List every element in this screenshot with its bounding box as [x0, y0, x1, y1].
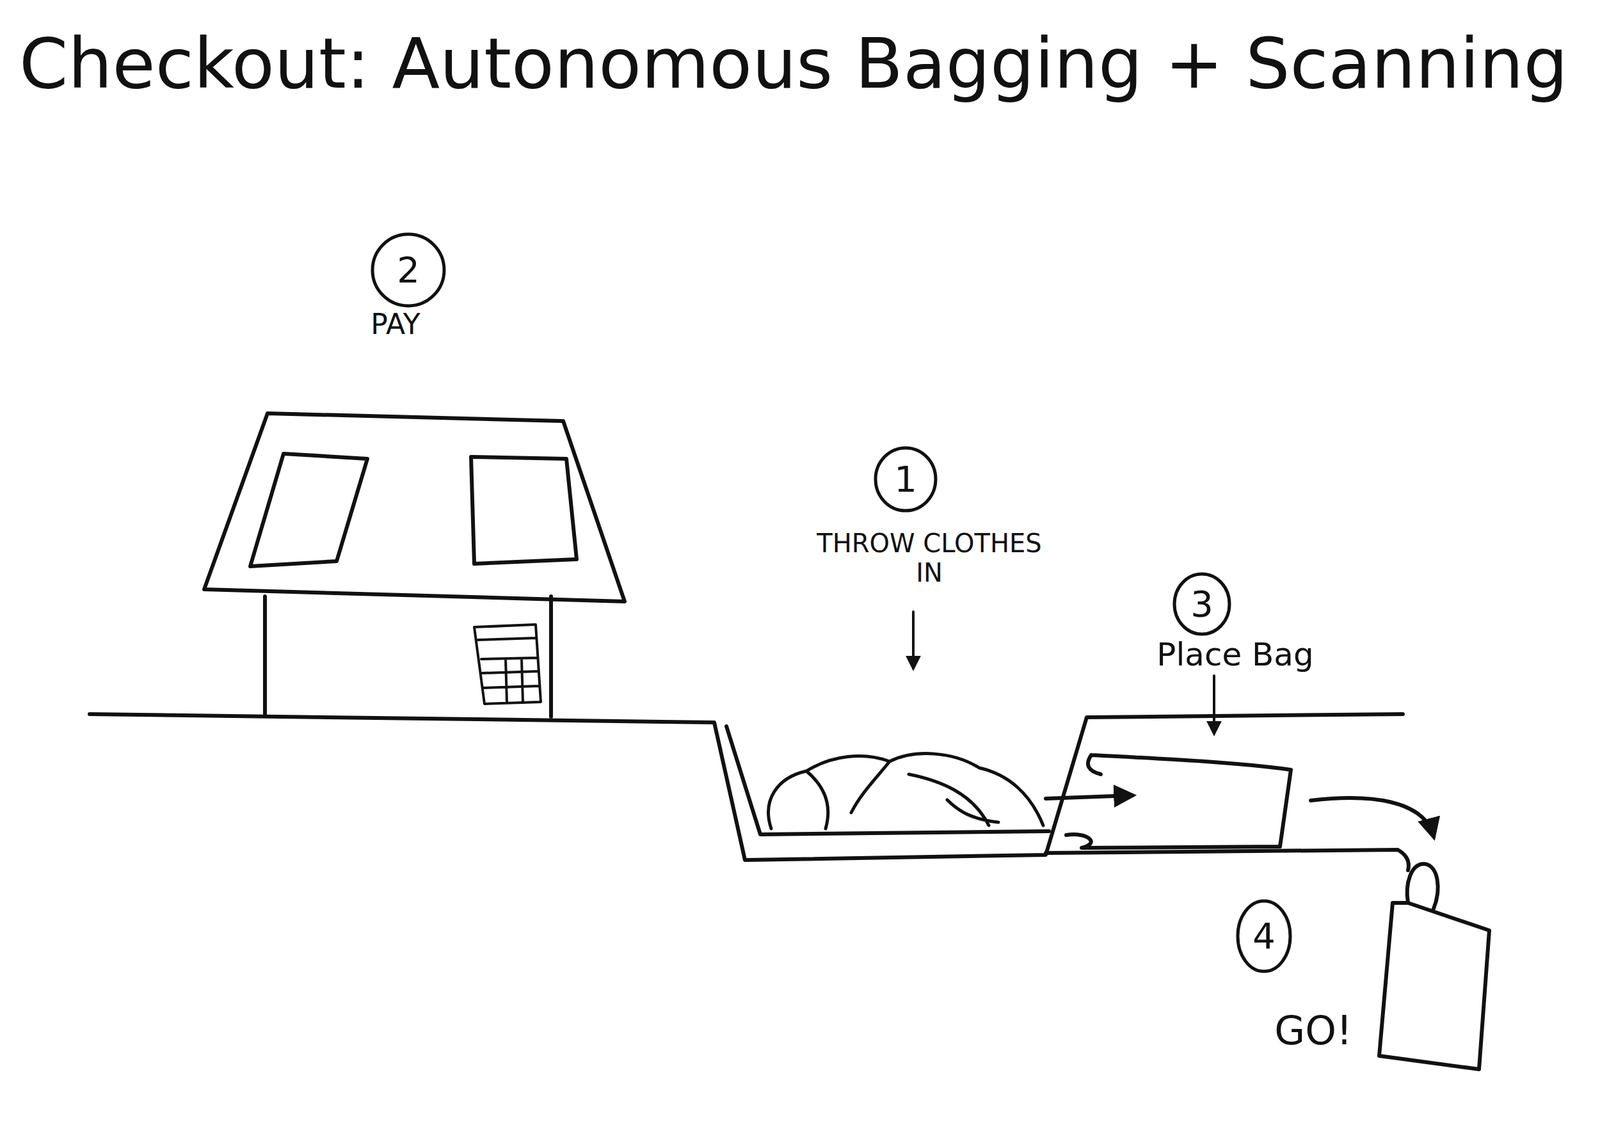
callout-circle: 4 — [1235, 899, 1293, 974]
callout-number: 3 — [1190, 586, 1214, 623]
step-label: GO! — [1249, 1008, 1378, 1054]
callout-circle: 2 — [370, 232, 447, 308]
kiosk-window — [471, 456, 577, 564]
pit-inner — [726, 726, 1049, 835]
payment-screen — [474, 624, 541, 704]
title: Checkout: Autonomous Bagging + Scanning — [19, 25, 1568, 103]
callout-circle: 1 — [873, 446, 938, 513]
callout-number: 2 — [396, 252, 420, 288]
callout-number: 4 — [1252, 918, 1276, 955]
callout-circle: 3 — [1172, 572, 1232, 637]
bag-handle — [1407, 864, 1439, 909]
flow-arrow — [1045, 795, 1133, 799]
conveyor-belt — [1045, 849, 1409, 871]
callout-number: 1 — [894, 461, 918, 498]
clothes-pile — [768, 753, 1044, 829]
step-label: Place Bag — [1120, 636, 1351, 674]
flow-arrow — [1310, 798, 1434, 837]
pointer-arrow — [1212, 675, 1216, 734]
kiosk-roof — [204, 413, 625, 602]
hanging-bag — [1379, 903, 1490, 1070]
kiosk-window — [250, 453, 368, 567]
kiosk-body — [264, 596, 552, 717]
counter-line — [89, 714, 1403, 861]
pointer-arrow — [912, 611, 915, 669]
step-label: THROW CLOTHES IN — [814, 528, 1045, 588]
step-label: PAY — [331, 308, 460, 342]
bag-in-chute — [1066, 755, 1291, 848]
